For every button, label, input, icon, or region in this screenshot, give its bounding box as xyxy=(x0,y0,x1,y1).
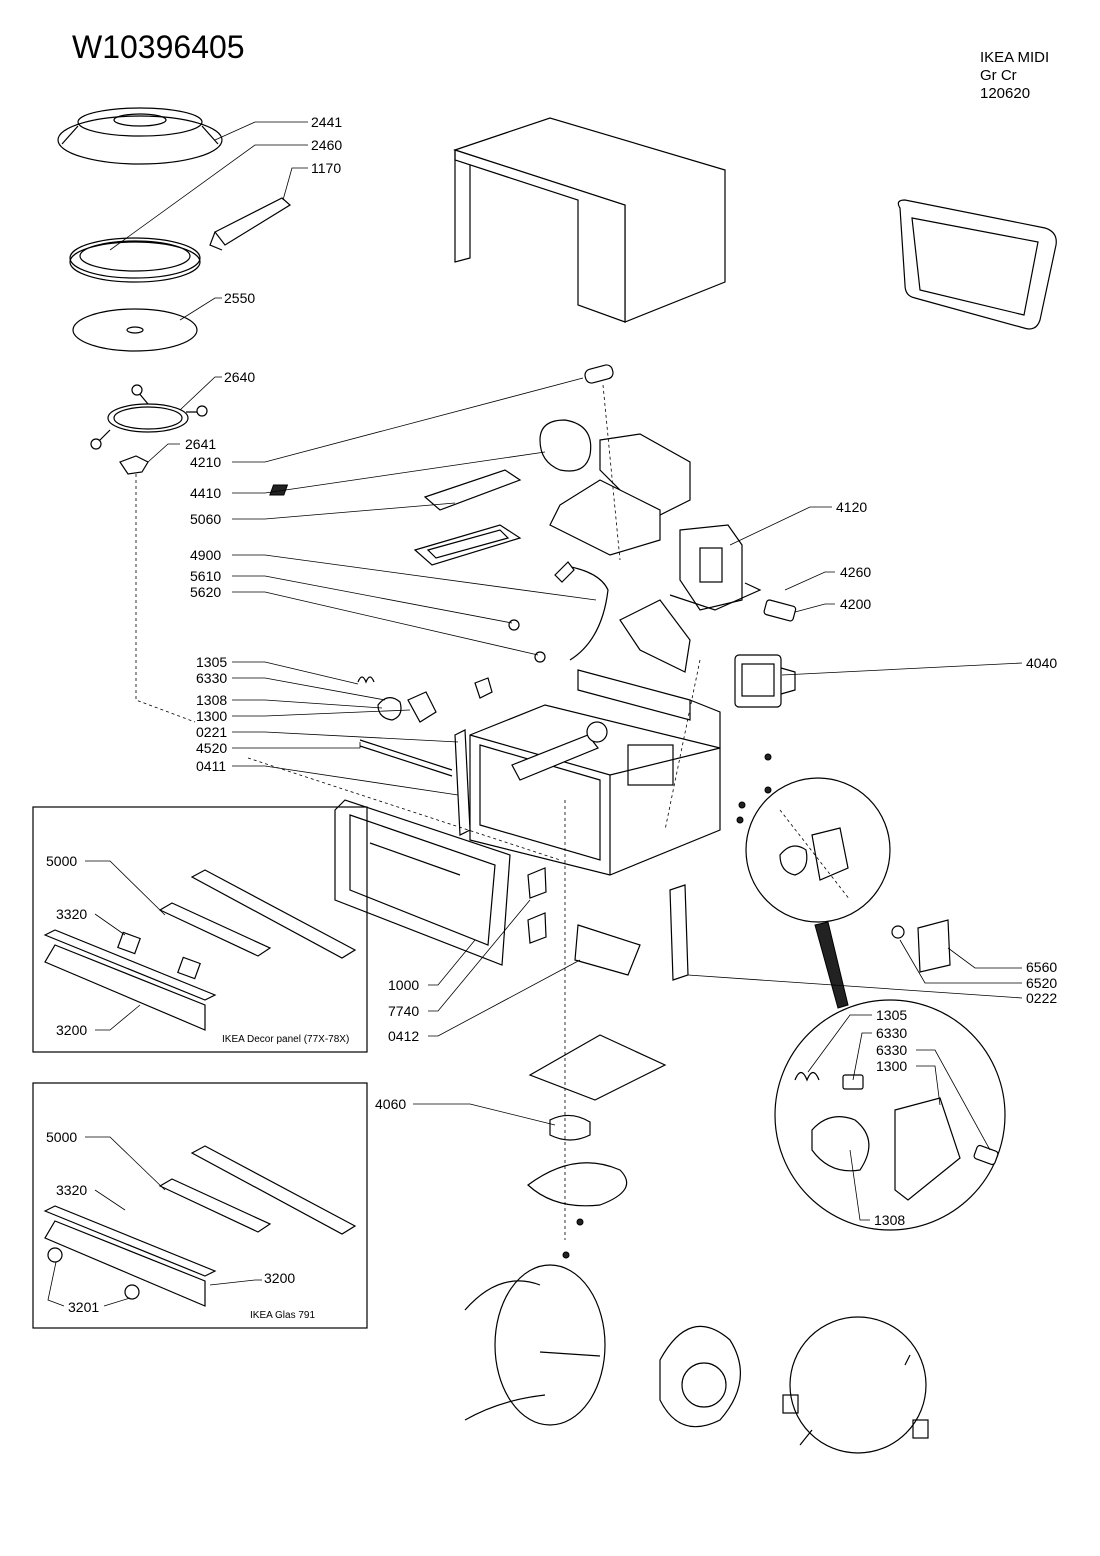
part-label: 3200 xyxy=(56,1022,87,1038)
model-name: IKEA MIDI xyxy=(980,49,1049,66)
part-label: 1300 xyxy=(196,708,227,724)
part-label: 3200 xyxy=(264,1270,295,1286)
cover-dome-drawing xyxy=(57,107,223,165)
lamp-drawing xyxy=(891,925,905,939)
part-label: 1305 xyxy=(196,654,227,670)
part-label: 5620 xyxy=(190,584,221,600)
door-drawing xyxy=(334,799,511,966)
model-variant: Gr Cr xyxy=(980,67,1017,84)
part-label: 5000 xyxy=(46,853,77,869)
part-label: 4260 xyxy=(840,564,871,580)
part-label: 0411 xyxy=(196,758,226,774)
door-seal-drawing xyxy=(897,199,1057,330)
part-label: 0222 xyxy=(1026,990,1057,1006)
part-label: 1305 xyxy=(876,1007,907,1023)
lamp-cover-drawing xyxy=(917,919,951,973)
part-label: 4200 xyxy=(840,596,871,612)
part-label: 4900 xyxy=(190,547,221,563)
part-label: 5610 xyxy=(190,568,221,584)
switch-detail-circle xyxy=(774,999,1006,1231)
side-strip-drawing xyxy=(669,884,689,981)
part-label: 0412 xyxy=(388,1028,419,1044)
bottom-plate-drawing xyxy=(527,1034,667,1259)
door-lever-drawing xyxy=(574,924,641,976)
stirrer-removal-illustration xyxy=(464,1264,929,1454)
part-label: 1308 xyxy=(874,1212,905,1228)
coupler-drawing xyxy=(119,455,149,475)
part-label: 3201 xyxy=(68,1299,99,1315)
part-label: 2460 xyxy=(311,137,342,153)
glas-panel-inset: IKEA Glas 791 xyxy=(32,1082,368,1329)
lamp-detail-circle xyxy=(745,777,891,923)
glass-plate-drawing xyxy=(72,308,198,352)
hinge-drawing xyxy=(527,867,547,899)
part-label: 0221 xyxy=(196,724,227,740)
part-label: 3320 xyxy=(56,906,87,922)
part-label: 2550 xyxy=(224,290,255,306)
part-label: 4120 xyxy=(836,499,867,515)
glas-panel-caption: IKEA Glas 791 xyxy=(250,1310,315,1321)
part-label: 4210 xyxy=(190,454,221,470)
callout-labels: 2441 2460 1170 2550 2640 2641 4210 4410 … xyxy=(46,114,1057,1315)
oven-cavity-drawing xyxy=(359,669,772,876)
roller-ring-drawing xyxy=(90,384,208,450)
part-label: 2641 xyxy=(185,436,216,452)
part-label: 1170 xyxy=(311,160,341,176)
decor-panel-inset: IKEA Decor panel (77X-78X) xyxy=(32,806,368,1053)
part-label: 4410 xyxy=(190,485,221,501)
part-label: 2640 xyxy=(224,369,255,385)
part-label: 5060 xyxy=(190,511,221,527)
tray-drawing xyxy=(69,237,201,283)
part-label: 4040 xyxy=(1026,655,1057,671)
outer-wrapper-drawing xyxy=(453,117,726,323)
part-label: 7740 xyxy=(388,1003,419,1019)
part-label: 4520 xyxy=(196,740,227,756)
model-date: 120620 xyxy=(980,85,1030,102)
part-label: 6330 xyxy=(876,1025,907,1041)
part-label: 5000 xyxy=(46,1129,77,1145)
decor-panel-caption: IKEA Decor panel (77X-78X) xyxy=(222,1034,349,1045)
detail-pointer xyxy=(814,921,849,1009)
part-label: 1300 xyxy=(876,1058,907,1074)
hinge-lower-drawing xyxy=(527,912,547,944)
part-label: 1000 xyxy=(388,977,419,993)
handle-drawing xyxy=(209,197,292,251)
part-label: 4060 xyxy=(375,1096,406,1112)
part-label: 6560 xyxy=(1026,959,1057,975)
part-label: 3320 xyxy=(56,1182,87,1198)
part-label: 2441 xyxy=(311,114,342,130)
part-label: 6520 xyxy=(1026,975,1057,991)
part-label: 6330 xyxy=(196,670,227,686)
part-label: 1308 xyxy=(196,692,227,708)
document-title: W10396405 xyxy=(72,29,245,65)
part-label: 6330 xyxy=(876,1042,907,1058)
assembly-lines xyxy=(135,384,851,1240)
internal-components-drawing xyxy=(269,364,797,723)
